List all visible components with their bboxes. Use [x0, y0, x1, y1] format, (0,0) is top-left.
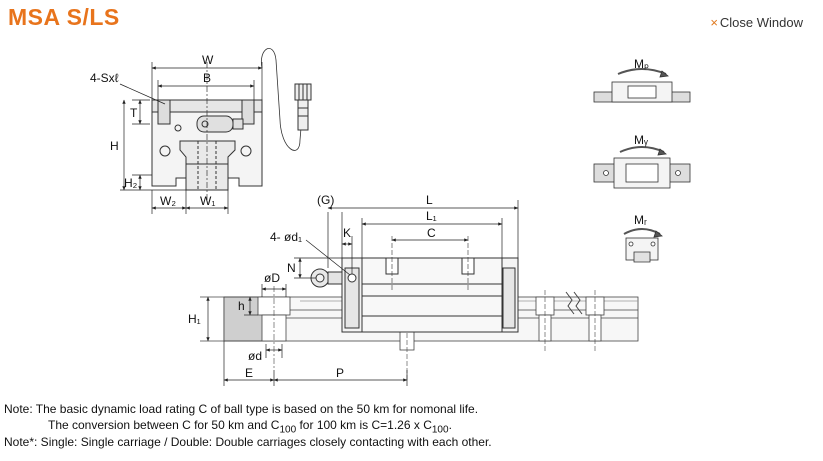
dim-h: h	[238, 299, 245, 313]
dim-W2: W₂	[160, 194, 176, 208]
note-line-3: Note*: Single: Single carriage / Double:…	[4, 435, 492, 449]
dim-P: P	[336, 366, 344, 380]
dim-D: øD	[264, 271, 280, 285]
close-window-link[interactable]: ×Close Window	[710, 15, 803, 30]
moment-mr-diagram	[623, 228, 663, 263]
close-window-label: Close Window	[719, 15, 803, 30]
moment-my-label: Mᵧ	[634, 133, 648, 147]
dim-L1: L₁	[426, 209, 437, 223]
note-line-2: The conversion between C for 50 km and C…	[48, 418, 452, 436]
dim-K: K	[343, 226, 351, 240]
moment-my-diagram	[593, 146, 691, 189]
technical-drawing: W B 4-Sxℓ T H H₂ W₂ W₁	[90, 48, 691, 386]
end-view-dimensions	[119, 62, 263, 214]
dim-N: N	[287, 261, 296, 275]
carriage-side-view	[310, 236, 519, 333]
dim-E: E	[245, 366, 253, 380]
note-line-1: Note: The basic dynamic load rating C of…	[4, 402, 479, 416]
side-view-dimensions	[206, 200, 519, 386]
dim-4-sx: 4-Sxℓ	[90, 71, 119, 85]
dim-L: L	[426, 193, 433, 207]
dim-4-d1: 4- ød₁	[270, 230, 302, 244]
dim-B: B	[203, 71, 211, 85]
dim-C: C	[427, 226, 436, 240]
dim-d: ød	[248, 349, 262, 363]
dim-W: W	[202, 53, 214, 67]
dim-H2: H₂	[124, 176, 138, 190]
dim-H: H	[110, 139, 119, 153]
dim-T: T	[130, 106, 138, 120]
moment-mp-label: Mₚ	[634, 57, 649, 71]
screw-detail	[294, 83, 312, 131]
dim-G: (G)	[317, 193, 334, 207]
dim-W1: W₁	[200, 194, 215, 208]
dim-H1: H₁	[188, 312, 201, 326]
page-title: MSA S/LS	[8, 4, 120, 30]
close-icon: ×	[710, 15, 718, 30]
moment-mr-label: Mᵣ	[634, 213, 647, 227]
moment-mp-diagram	[593, 68, 691, 103]
end-view	[151, 48, 302, 200]
